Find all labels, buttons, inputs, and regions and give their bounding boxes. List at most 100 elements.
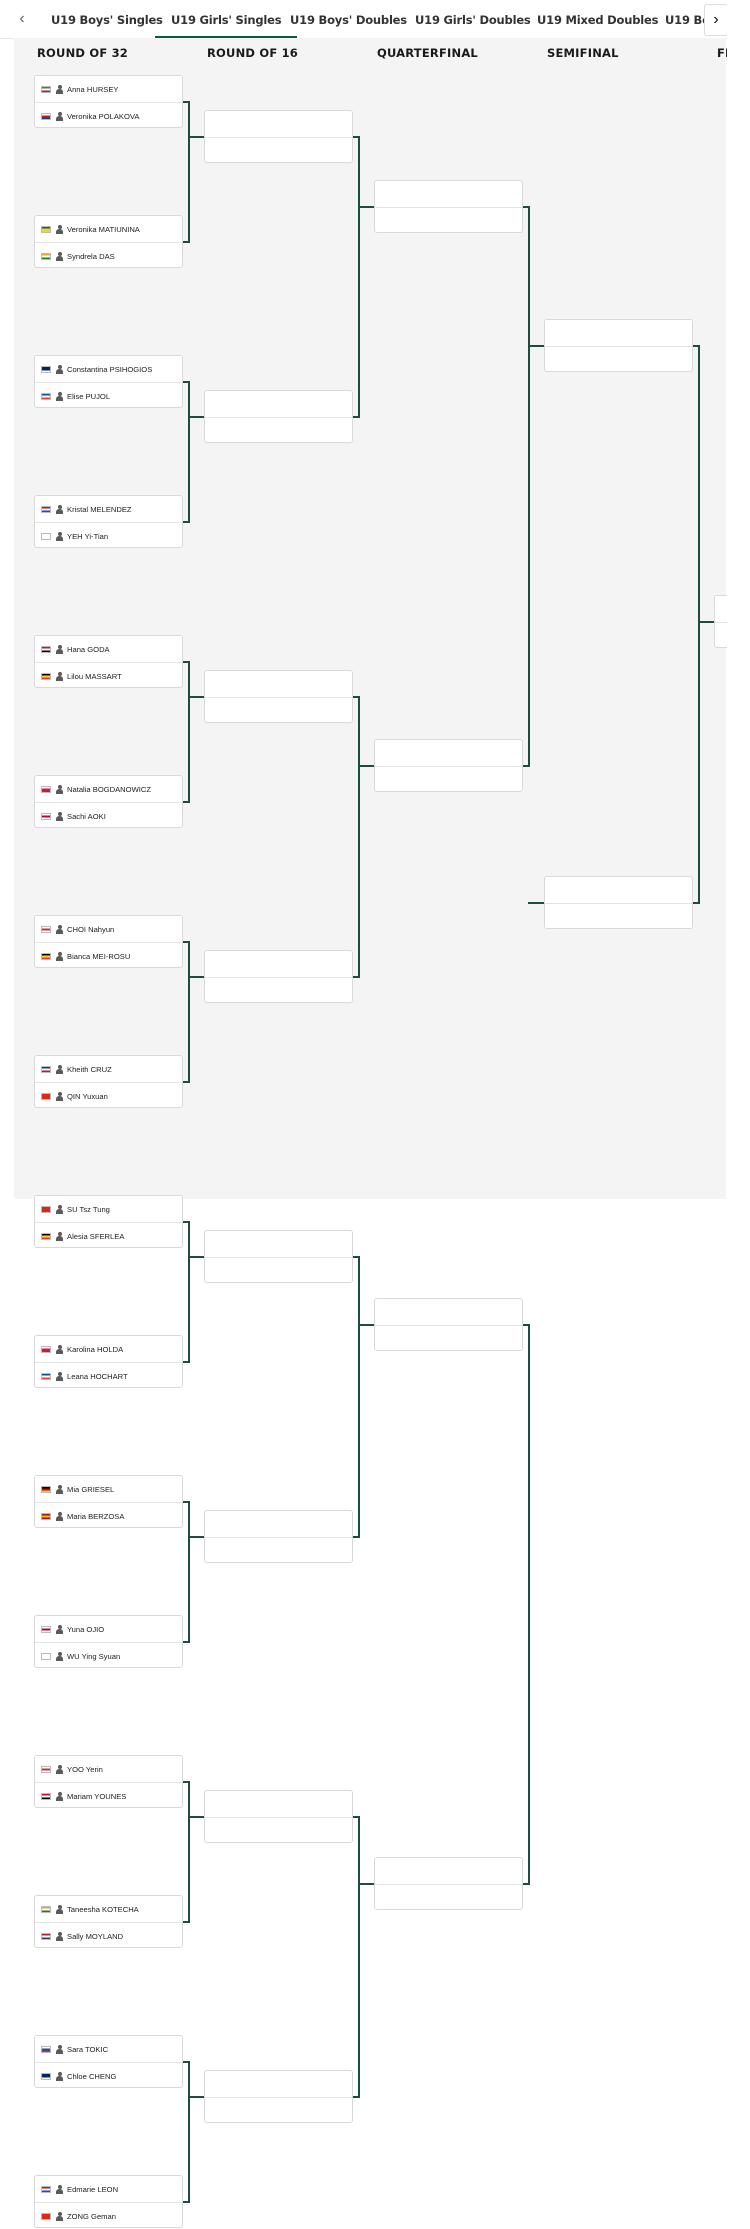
player-row[interactable]: Sara TOKIC — [41, 2036, 108, 2062]
player-name: Chloe CHENG — [67, 2071, 117, 2081]
bracket-panel — [14, 38, 726, 1199]
player-row[interactable]: Yuna OJIO — [41, 1616, 104, 1642]
match-card-empty[interactable] — [204, 670, 353, 723]
avatar-icon — [56, 1064, 63, 1074]
tab-4[interactable]: U19 Mixed Doubles — [537, 13, 659, 27]
bracket-connector — [698, 345, 700, 904]
player-row[interactable]: Kristal MELENDEZ — [41, 496, 132, 522]
player-row[interactable]: Elise PUJOL — [41, 383, 110, 409]
match-card[interactable]: Kheith CRUZ QIN Yuxuan — [34, 1055, 183, 1108]
player-row[interactable]: Hana GODA — [41, 636, 110, 662]
player-row[interactable]: Maria BERZOSA — [41, 1503, 124, 1529]
bracket-connector — [183, 801, 189, 803]
match-card[interactable]: Natalia BOGDANOWICZ Sachi AOKI — [34, 775, 183, 828]
avatar-icon — [56, 1624, 63, 1634]
puerto-rico-flag — [41, 505, 51, 513]
india-flag — [41, 252, 51, 260]
match-card-empty[interactable] — [204, 1790, 353, 1843]
player-row[interactable]: Kheith CRUZ — [41, 1056, 112, 1082]
match-card-empty[interactable] — [204, 950, 353, 1003]
player-row[interactable]: Taneesha KOTECHA — [41, 1896, 139, 1922]
player-row[interactable]: CHOI Nahyun — [41, 916, 114, 942]
player-name: ZONG Geman — [67, 2211, 116, 2221]
bracket-connector — [358, 206, 374, 208]
player-row[interactable]: QIN Yuxuan — [41, 1083, 108, 1109]
avatar-icon — [56, 951, 63, 961]
spain-flag — [41, 1512, 51, 1520]
player-row[interactable]: Natalia BOGDANOWICZ — [41, 776, 151, 802]
match-card-empty[interactable] — [204, 2070, 353, 2123]
match-divider — [205, 697, 352, 698]
match-divider — [545, 346, 692, 347]
bracket-connector — [358, 765, 374, 767]
player-name: Natalia BOGDANOWICZ — [67, 784, 151, 794]
player-row[interactable]: Alesia SFERLEA — [41, 1223, 124, 1249]
bracket-connector — [188, 2061, 190, 2203]
match-card-empty[interactable] — [374, 1298, 523, 1351]
player-row[interactable]: Veronika MATIUNINA — [41, 216, 140, 242]
korea-flag — [41, 925, 51, 933]
player-row[interactable]: Sachi AOKI — [41, 803, 106, 829]
chevron-left-icon[interactable]: ‹ — [19, 10, 25, 27]
player-row[interactable]: ZONG Geman — [41, 2203, 116, 2229]
match-card-empty[interactable] — [204, 1510, 353, 1563]
match-card-empty[interactable] — [374, 1857, 523, 1910]
player-row[interactable]: Leana HOCHART — [41, 1363, 128, 1389]
player-row[interactable]: YOO Yerin — [41, 1756, 103, 1782]
match-card-empty[interactable] — [374, 180, 523, 233]
player-row[interactable]: SU Tsz Tung — [41, 1196, 110, 1222]
match-card-empty[interactable] — [204, 110, 353, 163]
player-row[interactable]: Mariam YOUNES — [41, 1783, 126, 1809]
player-row[interactable]: WU Ying Syuan — [41, 1643, 120, 1669]
avatar-icon — [56, 251, 63, 261]
match-card-empty[interactable] — [544, 876, 693, 929]
player-name: Veronika MATIUNINA — [67, 224, 140, 234]
chevron-right-icon[interactable]: › — [704, 4, 728, 36]
match-card-empty[interactable] — [204, 1230, 353, 1283]
player-row[interactable]: Chloe CHENG — [41, 2063, 116, 2089]
match-divider — [205, 137, 352, 138]
player-row[interactable]: Bianca MEI-ROSU — [41, 943, 130, 969]
avatar-icon — [56, 1231, 63, 1241]
match-card-empty[interactable] — [374, 739, 523, 792]
bracket-connector — [358, 136, 360, 418]
match-card[interactable]: Sara TOKIC Chloe CHENG — [34, 2035, 183, 2088]
tab-0[interactable]: U19 Boys' Singles — [51, 13, 163, 27]
player-row[interactable]: Constantina PSIHOGIOS — [41, 356, 152, 382]
philippines-flag — [41, 1065, 51, 1073]
match-card-empty[interactable] — [204, 390, 353, 443]
player-name: Kheith CRUZ — [67, 1064, 112, 1074]
bracket-connector — [183, 381, 189, 383]
bracket-connector — [188, 416, 204, 418]
bracket-connector — [188, 1501, 190, 1643]
match-card[interactable]: Edmarie LEON ZONG Geman — [34, 2175, 183, 2228]
player-row[interactable]: Lilou MASSART — [41, 663, 122, 689]
player-row[interactable]: Sally MOYLAND — [41, 1923, 123, 1949]
player-row[interactable]: Mia GRIESEL — [41, 1476, 114, 1502]
bracket-connector — [188, 136, 204, 138]
player-row[interactable]: Edmarie LEON — [41, 2176, 118, 2202]
player-row[interactable]: Anna HURSEY — [41, 76, 119, 102]
tab-2[interactable]: U19 Boys' Doubles — [290, 13, 407, 27]
avatar-icon — [56, 1204, 63, 1214]
tab-1[interactable]: U19 Girls' Singles — [155, 0, 298, 39]
player-row[interactable]: Veronika POLAKOVA — [41, 103, 139, 129]
match-card-empty[interactable] — [544, 319, 693, 372]
tab-3[interactable]: U19 Girls' Doubles — [415, 13, 531, 27]
match-card[interactable]: Veronika MATIUNINA Syndrela DAS — [34, 215, 183, 268]
player-row[interactable]: Syndrela DAS — [41, 243, 115, 269]
player-row[interactable]: Karolina HOLDA — [41, 1336, 123, 1362]
round-header-0: ROUND OF 32 — [37, 46, 128, 60]
player-row[interactable]: YEH Yi-Tian — [41, 523, 108, 549]
